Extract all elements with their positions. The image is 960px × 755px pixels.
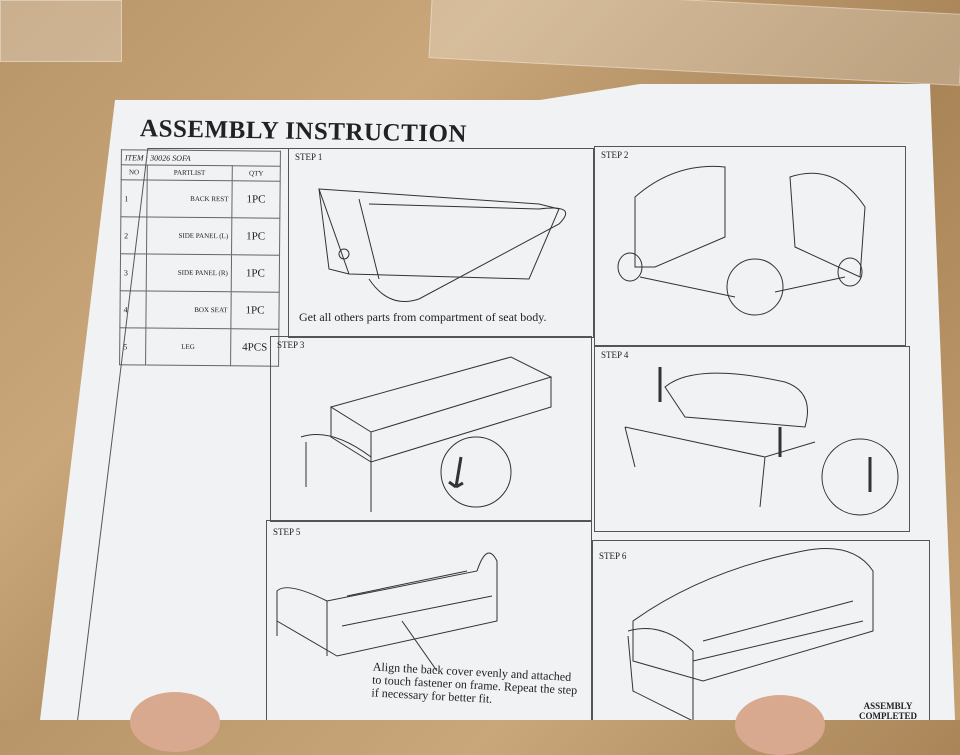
step-1-caption: Get all others parts from compartment of… bbox=[299, 310, 547, 324]
step-6-panel: STEP 6 ASSEMBLY COMPLETED bbox=[592, 540, 930, 721]
step-4-panel: STEP 4 bbox=[594, 346, 910, 532]
packing-tape bbox=[428, 0, 960, 86]
thumb-left bbox=[130, 692, 220, 752]
thumb-right bbox=[735, 695, 825, 755]
attach-back-rest-illustration bbox=[624, 367, 899, 516]
packing-tape bbox=[0, 0, 122, 62]
page-title: ASSEMBLY INSTRUCTION bbox=[139, 115, 468, 148]
step-label: STEP 4 bbox=[601, 350, 629, 360]
step-1-panel: STEP 1 Get all others parts from compart… bbox=[288, 148, 594, 338]
seat-compartment-illustration bbox=[318, 188, 567, 302]
step-label: STEP 6 bbox=[599, 551, 627, 561]
step-5-panel: STEP 5 Align the back cover evenly and a… bbox=[266, 520, 592, 720]
step-2-panel: STEP 2 bbox=[594, 146, 906, 346]
step-label: STEP 5 bbox=[273, 527, 301, 537]
step-label: STEP 1 bbox=[295, 152, 323, 162]
side-panel-leg-illustration bbox=[617, 165, 866, 316]
assembly-completed-label: ASSEMBLY COMPLETED bbox=[858, 701, 917, 721]
step-label: STEP 3 bbox=[277, 340, 305, 350]
step-3-panel: STEP 3 bbox=[270, 336, 592, 522]
attach-box-seat-illustration bbox=[300, 356, 553, 512]
align-back-cover-illustration bbox=[276, 552, 498, 672]
assembled-sofa-illustration bbox=[627, 548, 874, 720]
instruction-sheet: ASSEMBLY INSTRUCTION ITEM : 30026 SOFA N… bbox=[40, 84, 955, 720]
step-label: STEP 2 bbox=[601, 150, 629, 160]
